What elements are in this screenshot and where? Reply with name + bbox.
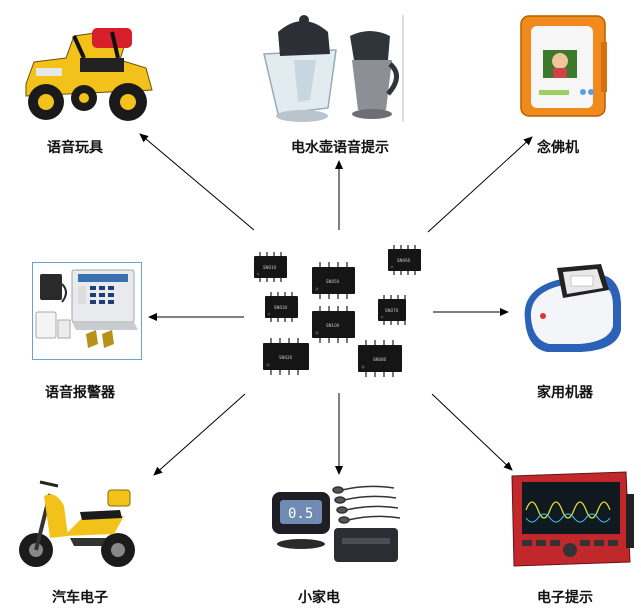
- chip-sn070: SN070: [378, 295, 406, 325]
- chip-label: SN030: [274, 305, 288, 310]
- label-electronic-prompt: 电子提示: [537, 590, 593, 606]
- home-appliance-device-icon: [524, 264, 621, 352]
- chip-sn030: SN030: [265, 292, 298, 322]
- chip-label: SN060: [397, 258, 411, 263]
- chip-label: SN100: [326, 323, 340, 328]
- buddha-chant-player-icon: [520, 15, 607, 117]
- chip-sn080: SN080: [358, 340, 402, 377]
- chip-label: SN070: [385, 308, 399, 313]
- label-chant-player: 念佛机: [537, 140, 579, 156]
- voice-alarm-kit-icon: [32, 262, 142, 360]
- chip-label: SN050: [326, 279, 340, 284]
- label-home-appliance: 家用机器: [537, 385, 593, 401]
- chip-sn010: SN010: [254, 252, 287, 282]
- label-kettle-voice-prompt: 电水壶语音提示: [291, 140, 389, 156]
- electric-scooter-icon: [19, 480, 135, 567]
- oscilloscope-meter-icon: [511, 471, 634, 567]
- arrow-to-meter: [431, 393, 513, 471]
- chip-label: SN080: [373, 357, 387, 362]
- arrow-to-toy: [139, 133, 255, 231]
- chip-sn100: SN100: [312, 306, 355, 343]
- chip-label: SN010: [263, 265, 277, 270]
- chip-sn020: SN020: [263, 338, 309, 375]
- chip-sn050: SN050: [312, 262, 355, 299]
- label-auto-electronics: 汽车电子: [52, 590, 108, 606]
- arrow-to-scooter: [153, 393, 246, 476]
- chip-cluster: SN010 SN030 SN050: [254, 245, 421, 377]
- parking-sensor-kit-icon: 0.5: [272, 485, 401, 562]
- svg-text:0.5: 0.5: [288, 506, 313, 522]
- chip-sn060: SN060: [388, 245, 421, 275]
- electric-kettle-icon: [263, 15, 404, 122]
- arrow-to-chant-player: [427, 136, 533, 233]
- chip-label: SN020: [279, 355, 293, 360]
- label-voice-alarm: 语音报警器: [45, 385, 115, 401]
- label-small-appliance: 小家电: [298, 590, 340, 606]
- label-voice-toy: 语音玩具: [47, 140, 103, 156]
- toy-car-icon: [25, 28, 153, 121]
